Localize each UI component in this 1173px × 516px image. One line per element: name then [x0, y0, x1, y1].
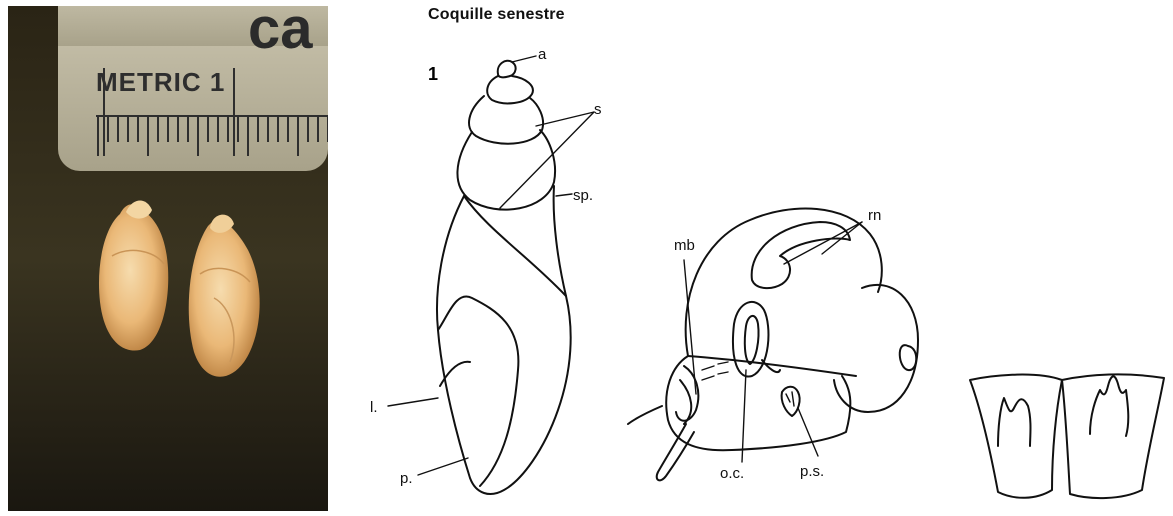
tooth-right [1062, 374, 1164, 498]
ruler-corner-text: ca [248, 6, 313, 61]
label-oc: o.c. [720, 465, 744, 482]
label-lip: l. [370, 399, 378, 416]
tooth-left [970, 375, 1062, 498]
snail-photograph: ca METRIC 1 [8, 6, 328, 511]
photo-canvas: ca METRIC 1 [8, 6, 328, 511]
shell-diagram-canvas: 1 a s sp. l. p. [360, 0, 620, 511]
teeth-canvas [958, 350, 1173, 511]
label-rn: rn [868, 207, 881, 224]
metric-ruler: ca METRIC 1 [58, 6, 328, 171]
label-sutures: s [594, 101, 602, 118]
anatomy-diagram-canvas: mb rn o.c. p.s. [622, 180, 962, 511]
label-spire: sp. [573, 187, 593, 204]
anatomy-diagram: mb rn o.c. p.s. [622, 180, 962, 511]
plate-number: 1 [428, 64, 438, 84]
ruler-metric-text: METRIC 1 [96, 67, 225, 97]
radula-teeth-diagram [958, 350, 1173, 511]
label-apex: a [538, 46, 547, 63]
label-mb: mb [674, 237, 695, 254]
shell-diagram: 1 a s sp. l. p. [360, 0, 620, 511]
label-ps: p.s. [800, 463, 824, 480]
label-peristome: p. [400, 470, 413, 487]
